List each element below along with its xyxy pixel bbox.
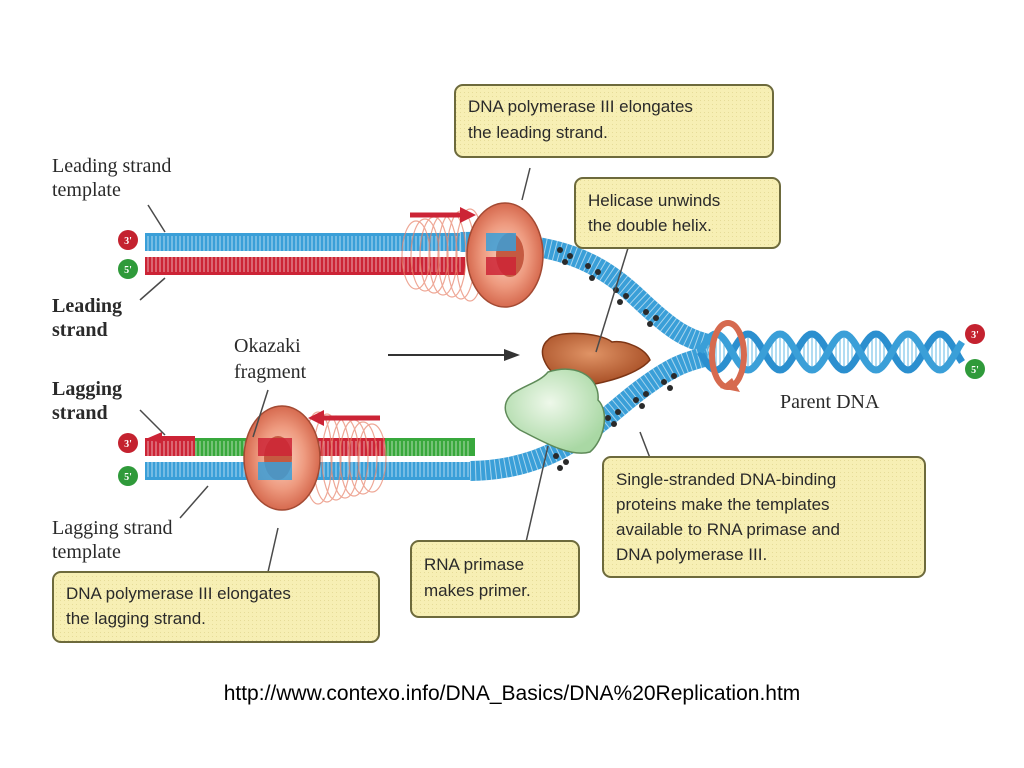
prime-label: 5' xyxy=(971,365,979,376)
leading-new-strand xyxy=(145,257,465,275)
callout-pol3-lagging: DNA polymerase III elongates the lagging… xyxy=(52,571,380,643)
source-url: http://www.contexo.info/DNA_Basics/DNA%2… xyxy=(223,682,801,705)
leading-strand-template-label: Leading strand template xyxy=(52,155,176,201)
prime-label: 3' xyxy=(124,439,132,450)
dna-polymerase-leading-clamp xyxy=(401,202,544,308)
prime-label: 3' xyxy=(971,330,979,341)
callout-ssb: Single-stranded DNA-binding proteins mak… xyxy=(602,456,926,578)
prime-marker-lagging-5: 5' xyxy=(118,466,138,486)
callout-primase-text: RNA primase makes primer. xyxy=(424,555,531,600)
okazaki-fragment-label: Okazaki fragment xyxy=(234,335,307,383)
fork-direction-arrow xyxy=(388,349,520,361)
rotation-arrow xyxy=(709,320,747,392)
leading-direction-arrow xyxy=(410,207,476,223)
prime-marker-parent-5: 5' xyxy=(965,359,985,379)
rna-primase xyxy=(504,368,606,454)
prime-label: 3' xyxy=(124,236,132,247)
leading-strand-label: Leading strand xyxy=(52,295,127,341)
callout-pol3-lagging-text: DNA polymerase III elongates the lagging… xyxy=(66,584,296,628)
okazaki-fragment-new xyxy=(385,438,475,456)
lagging-primer-arrow xyxy=(148,432,195,444)
prime-marker-parent-3: 3' xyxy=(965,324,985,344)
pointer-lines xyxy=(139,167,651,573)
parent-dna-label: Parent DNA xyxy=(780,391,880,413)
callout-primase: RNA primase makes primer. xyxy=(410,540,580,618)
callout-ssb-text: Single-stranded DNA-binding proteins mak… xyxy=(616,470,845,564)
lagging-strand-template-label: Lagging strand template xyxy=(52,517,178,563)
leading-duplex xyxy=(145,233,465,275)
single-strand-binding-proteins xyxy=(553,247,677,471)
prime-label: 5' xyxy=(124,472,132,483)
leading-base-pairs xyxy=(147,236,461,272)
callout-helicase-text: Helicase unwinds the double helix. xyxy=(588,191,725,235)
callout-helicase: Helicase unwinds the double helix. xyxy=(574,177,781,249)
prime-label: 5' xyxy=(124,265,132,276)
dna-polymerase-lagging-clamp xyxy=(243,405,387,511)
prime-marker-leading-3: 3' xyxy=(118,230,138,250)
callout-pol3-leading-text: DNA polymerase III elongates the leading… xyxy=(468,97,698,142)
lagging-direction-arrow xyxy=(308,410,380,426)
lagging-strand-label: Lagging strand xyxy=(52,378,127,424)
lagging-rna-primer-old xyxy=(145,438,195,456)
callout-pol3-leading: DNA polymerase III elongates the leading… xyxy=(454,84,774,158)
prime-marker-lagging-3: 3' xyxy=(118,433,138,453)
leading-template-strand xyxy=(145,233,465,251)
prime-marker-leading-5: 5' xyxy=(118,259,138,279)
dna-replication-diagram: 3' 5' 3' 5' 3' 5' Leading strand templat… xyxy=(52,84,985,643)
